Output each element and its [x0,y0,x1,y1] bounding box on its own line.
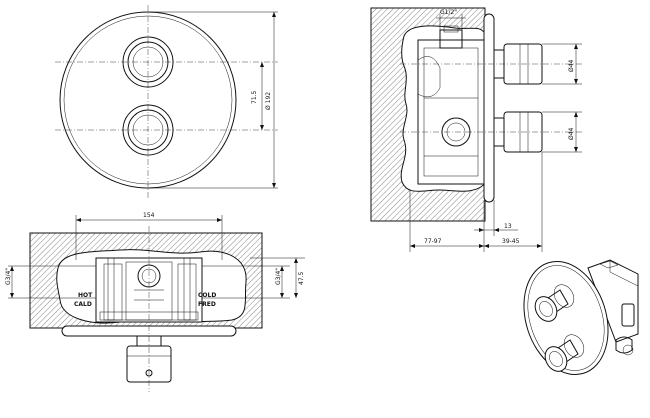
iso-valve-box [587,259,639,356]
height-dimension-label: 47.5 [298,271,305,285]
front-view: 71.5 Ø 192 [55,5,278,200]
hot-label: HOT [78,292,93,299]
right-inlet-label: G3/4" [275,268,282,285]
depth-left-dimension: 77-97 [410,238,484,248]
side-view: G1/2" Ø44 Ø44 13 [370,7,582,252]
left-inlet-label: G3/4" [5,268,12,285]
upper-knob [122,36,174,88]
hot-label-italian: CALD [74,301,92,308]
lower-handle-diameter: Ø44 [542,111,582,153]
cold-label-italian: FRED [198,301,216,308]
iso-cover-plate-inner [527,265,605,371]
right-inlet-dimension: G3/4" [202,265,290,299]
cold-label: COLD [198,292,216,299]
spacing-dimension: 71.5 [251,62,264,130]
iso-lower-knob [544,334,585,372]
thread-dimension: G1/2" [436,9,466,30]
diameter-dimension: Ø 192 [148,11,278,189]
isometric-view [523,259,639,376]
iso-upper-knob [534,284,575,322]
depth-right-dimension: 39-45 [484,238,542,248]
side-valve-body [417,25,485,185]
width-dimension: 154 [75,212,223,260]
left-inlet-dimension: G3/4" [5,265,96,299]
thread-dimension-label: G1/2" [440,9,457,16]
plate-dimension: 13 [474,223,518,232]
side-wall-cavity [400,25,487,192]
depth-right-dimension-label: 39-45 [502,238,520,245]
upper-handle-diameter: Ø44 [542,43,582,85]
upper-handle-diameter-label: Ø44 [568,59,575,72]
bottom-view: 154 G3/4" G3/4" 47.5 HOT CALD COLD [5,212,305,392]
width-dimension-label: 154 [143,212,155,219]
iso-cover-plate [523,260,609,376]
spacing-dimension-label: 71.5 [251,90,258,104]
side-cover-plate [483,13,495,203]
diameter-dimension-label: Ø 192 [265,92,272,110]
depth-left-dimension-label: 77-97 [424,238,442,245]
lower-handle-diameter-label: Ø44 [568,127,575,140]
lower-knob [122,104,174,156]
height-dimension: 47.5 [250,257,305,298]
plate-dimension-label: 13 [504,223,512,230]
